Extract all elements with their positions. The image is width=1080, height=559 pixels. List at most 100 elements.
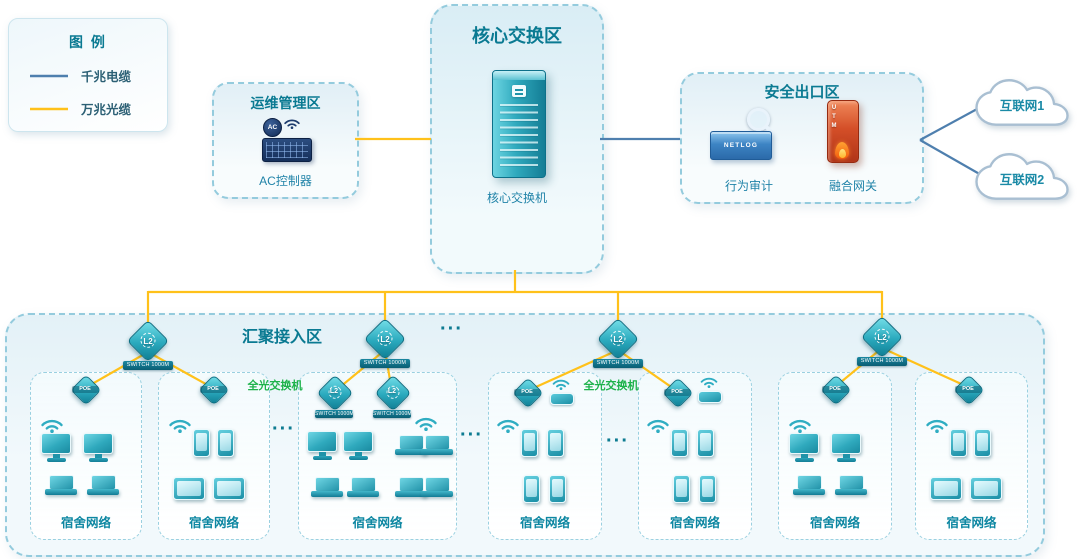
laptop-icon <box>835 475 867 496</box>
behavior-audit-icon: NETLOG <box>708 108 778 162</box>
laptop-icon <box>45 475 77 496</box>
poe-switch-icon: POE <box>662 377 694 409</box>
l2-aggregation-switch-icon: L2 SWITCH 1000M <box>357 317 413 368</box>
ac-controller-icon: AC <box>259 118 313 164</box>
laptop-icon <box>395 477 427 498</box>
laptop-icon <box>421 435 453 456</box>
l2-aggregation-switch-icon: L2 SWITCH 1000M <box>854 315 910 366</box>
switch-type-label: L2 <box>613 335 623 344</box>
desktop-icon <box>307 431 341 461</box>
poe-label: POE <box>664 389 690 396</box>
utm-badge: UTM <box>831 105 837 132</box>
switch-banner: SWITCH 1000M <box>857 357 907 366</box>
tower-logo <box>512 85 526 97</box>
dorm-network-label: 宿舍网络 <box>60 516 111 530</box>
phone-icon <box>699 475 716 503</box>
wifi-icon <box>413 413 439 431</box>
switch-type-label: L2 <box>143 337 153 346</box>
poe-switch-icon: POE <box>198 374 230 406</box>
controller-chassis <box>262 138 312 162</box>
wifi-icon <box>645 415 671 433</box>
dorm-network-box-4: 宿舍网络 <box>488 372 602 540</box>
switch-banner: SWITCH 1000M <box>593 359 643 368</box>
phone-icon <box>697 429 714 457</box>
phone-icon <box>523 475 540 503</box>
phone-icon <box>521 429 538 457</box>
ellipsis: ··· <box>606 430 629 452</box>
poe-label: POE <box>200 386 226 393</box>
poe-label: POE <box>822 386 848 393</box>
cloud-label: 互联网2 <box>999 173 1045 187</box>
dorm-network-label: 宿舍网络 <box>352 516 403 530</box>
laptop-icon <box>793 475 825 496</box>
internet-cloud-1: 互联网1 <box>970 78 1074 128</box>
desktop-icon <box>343 431 377 461</box>
switch-banner: SWITCH 1000M <box>123 361 173 370</box>
zone-title: 核心交换区 <box>472 26 562 46</box>
phone-icon <box>217 429 234 457</box>
behavior-audit-label: 行为审计 <box>724 179 773 193</box>
legend-title: 图 例 <box>69 34 107 50</box>
switch-type-label: L2 <box>387 388 397 395</box>
dorm-network-label: 宿舍网络 <box>188 516 239 530</box>
laptop-icon <box>395 435 427 456</box>
magnifier-icon <box>747 108 770 131</box>
switch-banner: SWITCH 1000M <box>315 410 353 418</box>
zone-core-switching: 核心交换区 核心交换机 <box>430 4 604 274</box>
access-point-icon <box>548 376 574 406</box>
tablet-icon <box>173 477 205 500</box>
phone-icon <box>671 429 688 457</box>
ac-controller-label: AC控制器 <box>259 174 312 188</box>
zone-ops-management: 运维管理区 AC AC控制器 <box>212 82 359 199</box>
poe-switch-icon: POE <box>953 374 985 406</box>
legend-item-label: 万兆光缆 <box>81 103 132 117</box>
l2-aggregation-switch-icon: L2 SWITCH 1000M <box>120 319 176 370</box>
wifi-icon <box>551 376 571 390</box>
cloud-label: 互联网1 <box>999 99 1045 113</box>
desktop-icon <box>41 433 75 463</box>
legend-item-label: 千兆电缆 <box>81 70 132 84</box>
tablet-icon <box>213 477 245 500</box>
core-switch-label: 核心交换机 <box>486 191 547 205</box>
phone-icon <box>193 429 210 457</box>
optical-switch-label: 全光交换机 <box>583 380 639 392</box>
zone-title: 汇聚接入区 <box>241 329 322 346</box>
access-point-icon <box>696 374 722 404</box>
wifi-icon <box>39 415 65 433</box>
flame-icon <box>835 142 849 159</box>
fiber-line-sample <box>30 107 68 110</box>
l2-access-switch-icon: L2 SWITCH 1000M <box>312 374 356 418</box>
wifi-icon <box>699 374 719 388</box>
poe-label: POE <box>955 386 981 393</box>
ap-body <box>698 391 722 403</box>
laptop-icon <box>347 477 379 498</box>
ap-body <box>550 393 574 405</box>
wifi-icon <box>924 415 950 433</box>
gigabit-line-sample <box>30 74 68 77</box>
switch-banner: SWITCH 1000M <box>360 359 410 368</box>
internet-cloud-2: 互联网2 <box>970 152 1074 202</box>
poe-switch-icon: POE <box>70 374 102 406</box>
phone-icon <box>950 429 967 457</box>
desktop-icon <box>789 433 823 463</box>
ellipsis: ··· <box>272 418 295 440</box>
poe-switch-icon: POE <box>512 377 544 409</box>
desktop-icon <box>831 433 865 463</box>
wifi-icon <box>495 415 521 433</box>
legend-item-gigabit: 千兆电缆 <box>9 66 167 85</box>
switch-type-label: L2 <box>329 388 339 395</box>
ellipsis: ··· <box>460 424 483 446</box>
wifi-icon <box>787 415 813 433</box>
ellipsis: ··· <box>440 318 463 340</box>
utm-gateway-label: 融合网关 <box>828 179 877 193</box>
desktop-icon <box>83 433 117 463</box>
poe-label: POE <box>514 389 540 396</box>
phone-icon <box>549 475 566 503</box>
dorm-network-label: 宿舍网络 <box>809 516 860 530</box>
utm-gateway-icon: UTM <box>818 100 866 166</box>
netlog-chassis: NETLOG <box>710 131 772 160</box>
legend: 图 例 千兆电缆 万兆光缆 <box>8 18 168 132</box>
tablet-icon <box>930 477 962 500</box>
phone-icon <box>547 429 564 457</box>
